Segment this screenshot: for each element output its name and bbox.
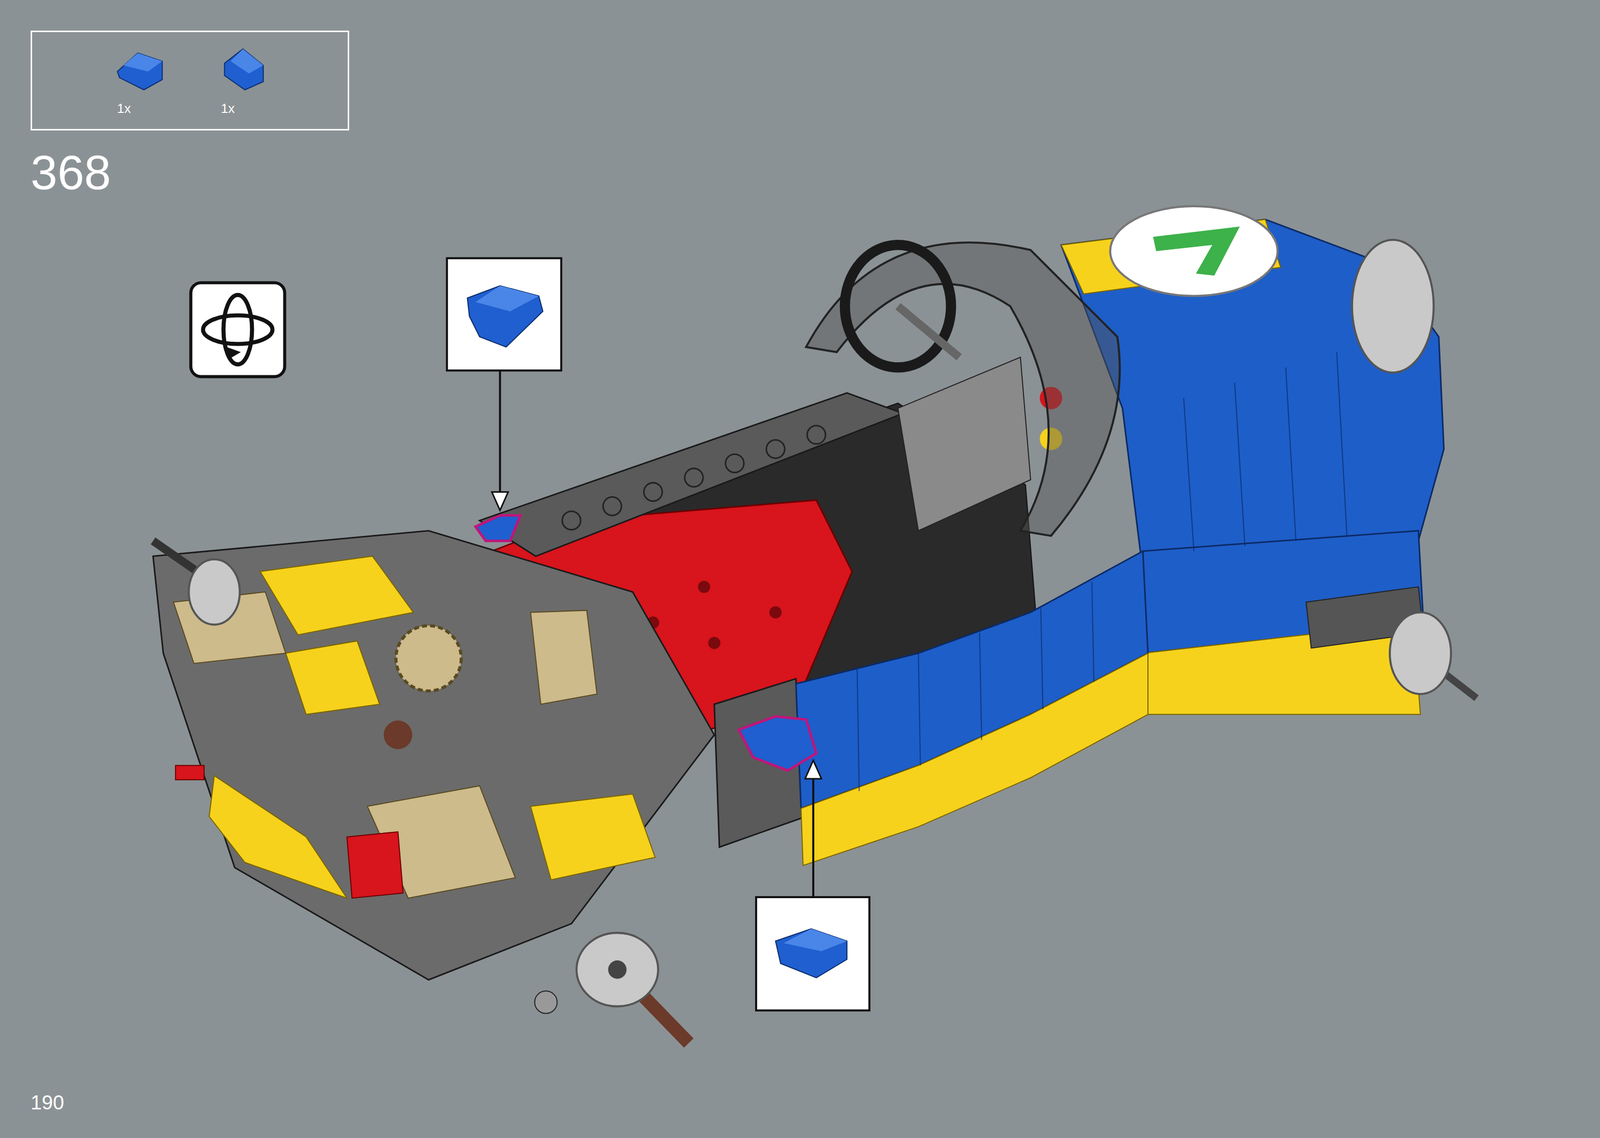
side-panel (795, 550, 1148, 865)
parts-list-box: 1x 1x (30, 30, 350, 131)
front-chassis (153, 530, 715, 1044)
callout-box (447, 258, 562, 511)
page-number: 190 (30, 1092, 65, 1113)
rotate-icon (190, 282, 285, 377)
part-icon (224, 49, 263, 90)
callout-box (756, 760, 870, 1010)
part-count: 1x (116, 101, 131, 116)
step-number: 368 (30, 148, 111, 197)
part-count: 1x (220, 101, 235, 116)
part-icon (117, 53, 163, 90)
